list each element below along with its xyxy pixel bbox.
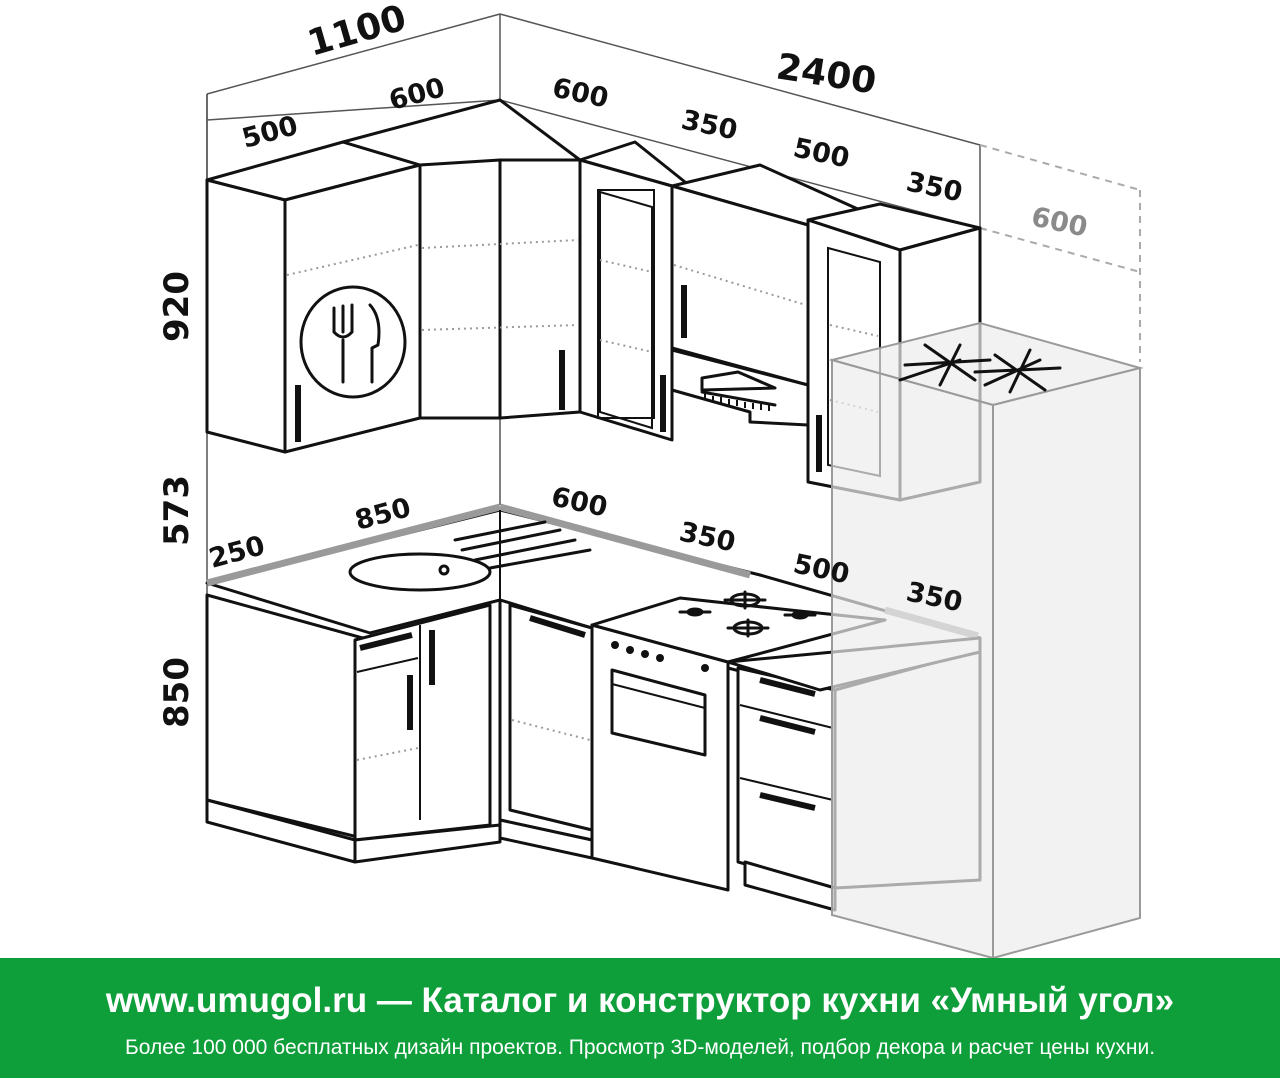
dim-counter-right-b: 350 bbox=[677, 517, 739, 559]
dim-wall-right-total: 2400 bbox=[774, 46, 879, 102]
footer-title-link[interactable]: www.umugol.ru — Каталог и конструктор ку… bbox=[105, 981, 1175, 1020]
kitchen-diagram: 1100 2400 500 600 600 350 500 350 600 92… bbox=[157, 0, 1144, 958]
footer-subtitle: Более 100 000 бесплатных дизайн проектов… bbox=[124, 1036, 1156, 1059]
footer-banner: www.umugol.ru — Каталог и конструктор ку… bbox=[0, 958, 1280, 1078]
lower-middle-cabinet bbox=[498, 598, 594, 860]
dim-upper-right-a: 600 bbox=[550, 73, 612, 115]
oven-icon bbox=[610, 668, 707, 757]
fork-knife-icon bbox=[299, 285, 407, 399]
upper-hood-cabinet bbox=[670, 163, 862, 427]
dim-height-lower: 850 bbox=[157, 657, 197, 728]
upper-glass-cabinet-1 bbox=[578, 140, 692, 442]
dim-fridge-width: 600 bbox=[1029, 202, 1091, 244]
dim-upper-right-b: 350 bbox=[679, 105, 741, 147]
dim-height-upper: 920 bbox=[157, 271, 197, 342]
fridge-ghost-outline bbox=[979, 144, 1141, 362]
fridge bbox=[828, 321, 1144, 958]
sink-icon bbox=[348, 520, 592, 592]
upper-left-cabinet bbox=[205, 140, 422, 454]
dim-height-gap: 573 bbox=[157, 475, 197, 546]
dim-upper-right-d: 350 bbox=[904, 167, 966, 209]
stove bbox=[590, 590, 887, 892]
dim-upper-left-b: 600 bbox=[386, 72, 448, 117]
dim-upper-right-c: 500 bbox=[791, 133, 853, 175]
dim-counter-right-a: 600 bbox=[549, 482, 611, 524]
snowflake-icon bbox=[898, 343, 1062, 394]
gas-hob-icon bbox=[678, 590, 817, 638]
lower-left-cabinet bbox=[205, 593, 502, 864]
dim-wall-left-total: 1100 bbox=[303, 0, 411, 65]
